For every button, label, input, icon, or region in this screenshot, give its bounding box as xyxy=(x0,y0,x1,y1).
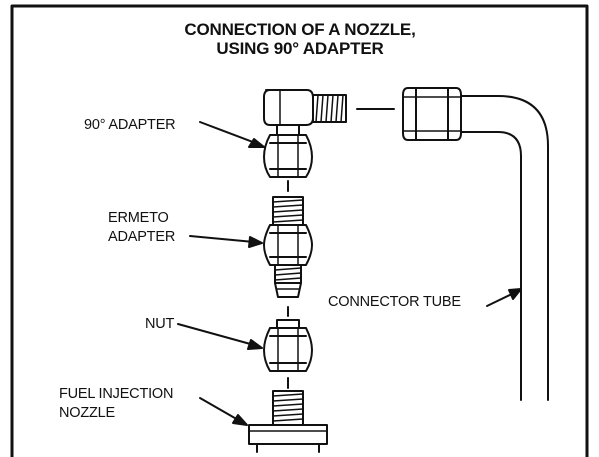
nut-part xyxy=(263,319,313,372)
callout-arrows xyxy=(177,121,522,426)
adapter-90-part xyxy=(263,89,347,178)
frame-border xyxy=(10,4,589,457)
label-nozzle-line-1: FUEL INJECTION xyxy=(59,386,174,402)
label-ermeto-line-2: ADAPTER xyxy=(108,229,176,245)
label-90-adapter: 90° ADAPTER xyxy=(84,117,176,133)
title-line-2: USING 90° ADAPTER xyxy=(216,39,384,58)
label-nut: NUT xyxy=(145,316,175,332)
connector-tube-part xyxy=(402,87,549,401)
ermeto-adapter-part xyxy=(263,196,313,298)
label-nozzle-line-2: NOZZLE xyxy=(59,405,115,421)
nozzle-part xyxy=(248,390,328,453)
title-line-1: CONNECTION OF A NOZZLE, xyxy=(184,20,416,39)
label-ermeto-line-1: ERMETO xyxy=(108,210,169,226)
label-connector-tube: CONNECTOR TUBE xyxy=(328,294,461,310)
diagram-title: CONNECTION OF A NOZZLE, USING 90° ADAPTE… xyxy=(150,20,450,58)
